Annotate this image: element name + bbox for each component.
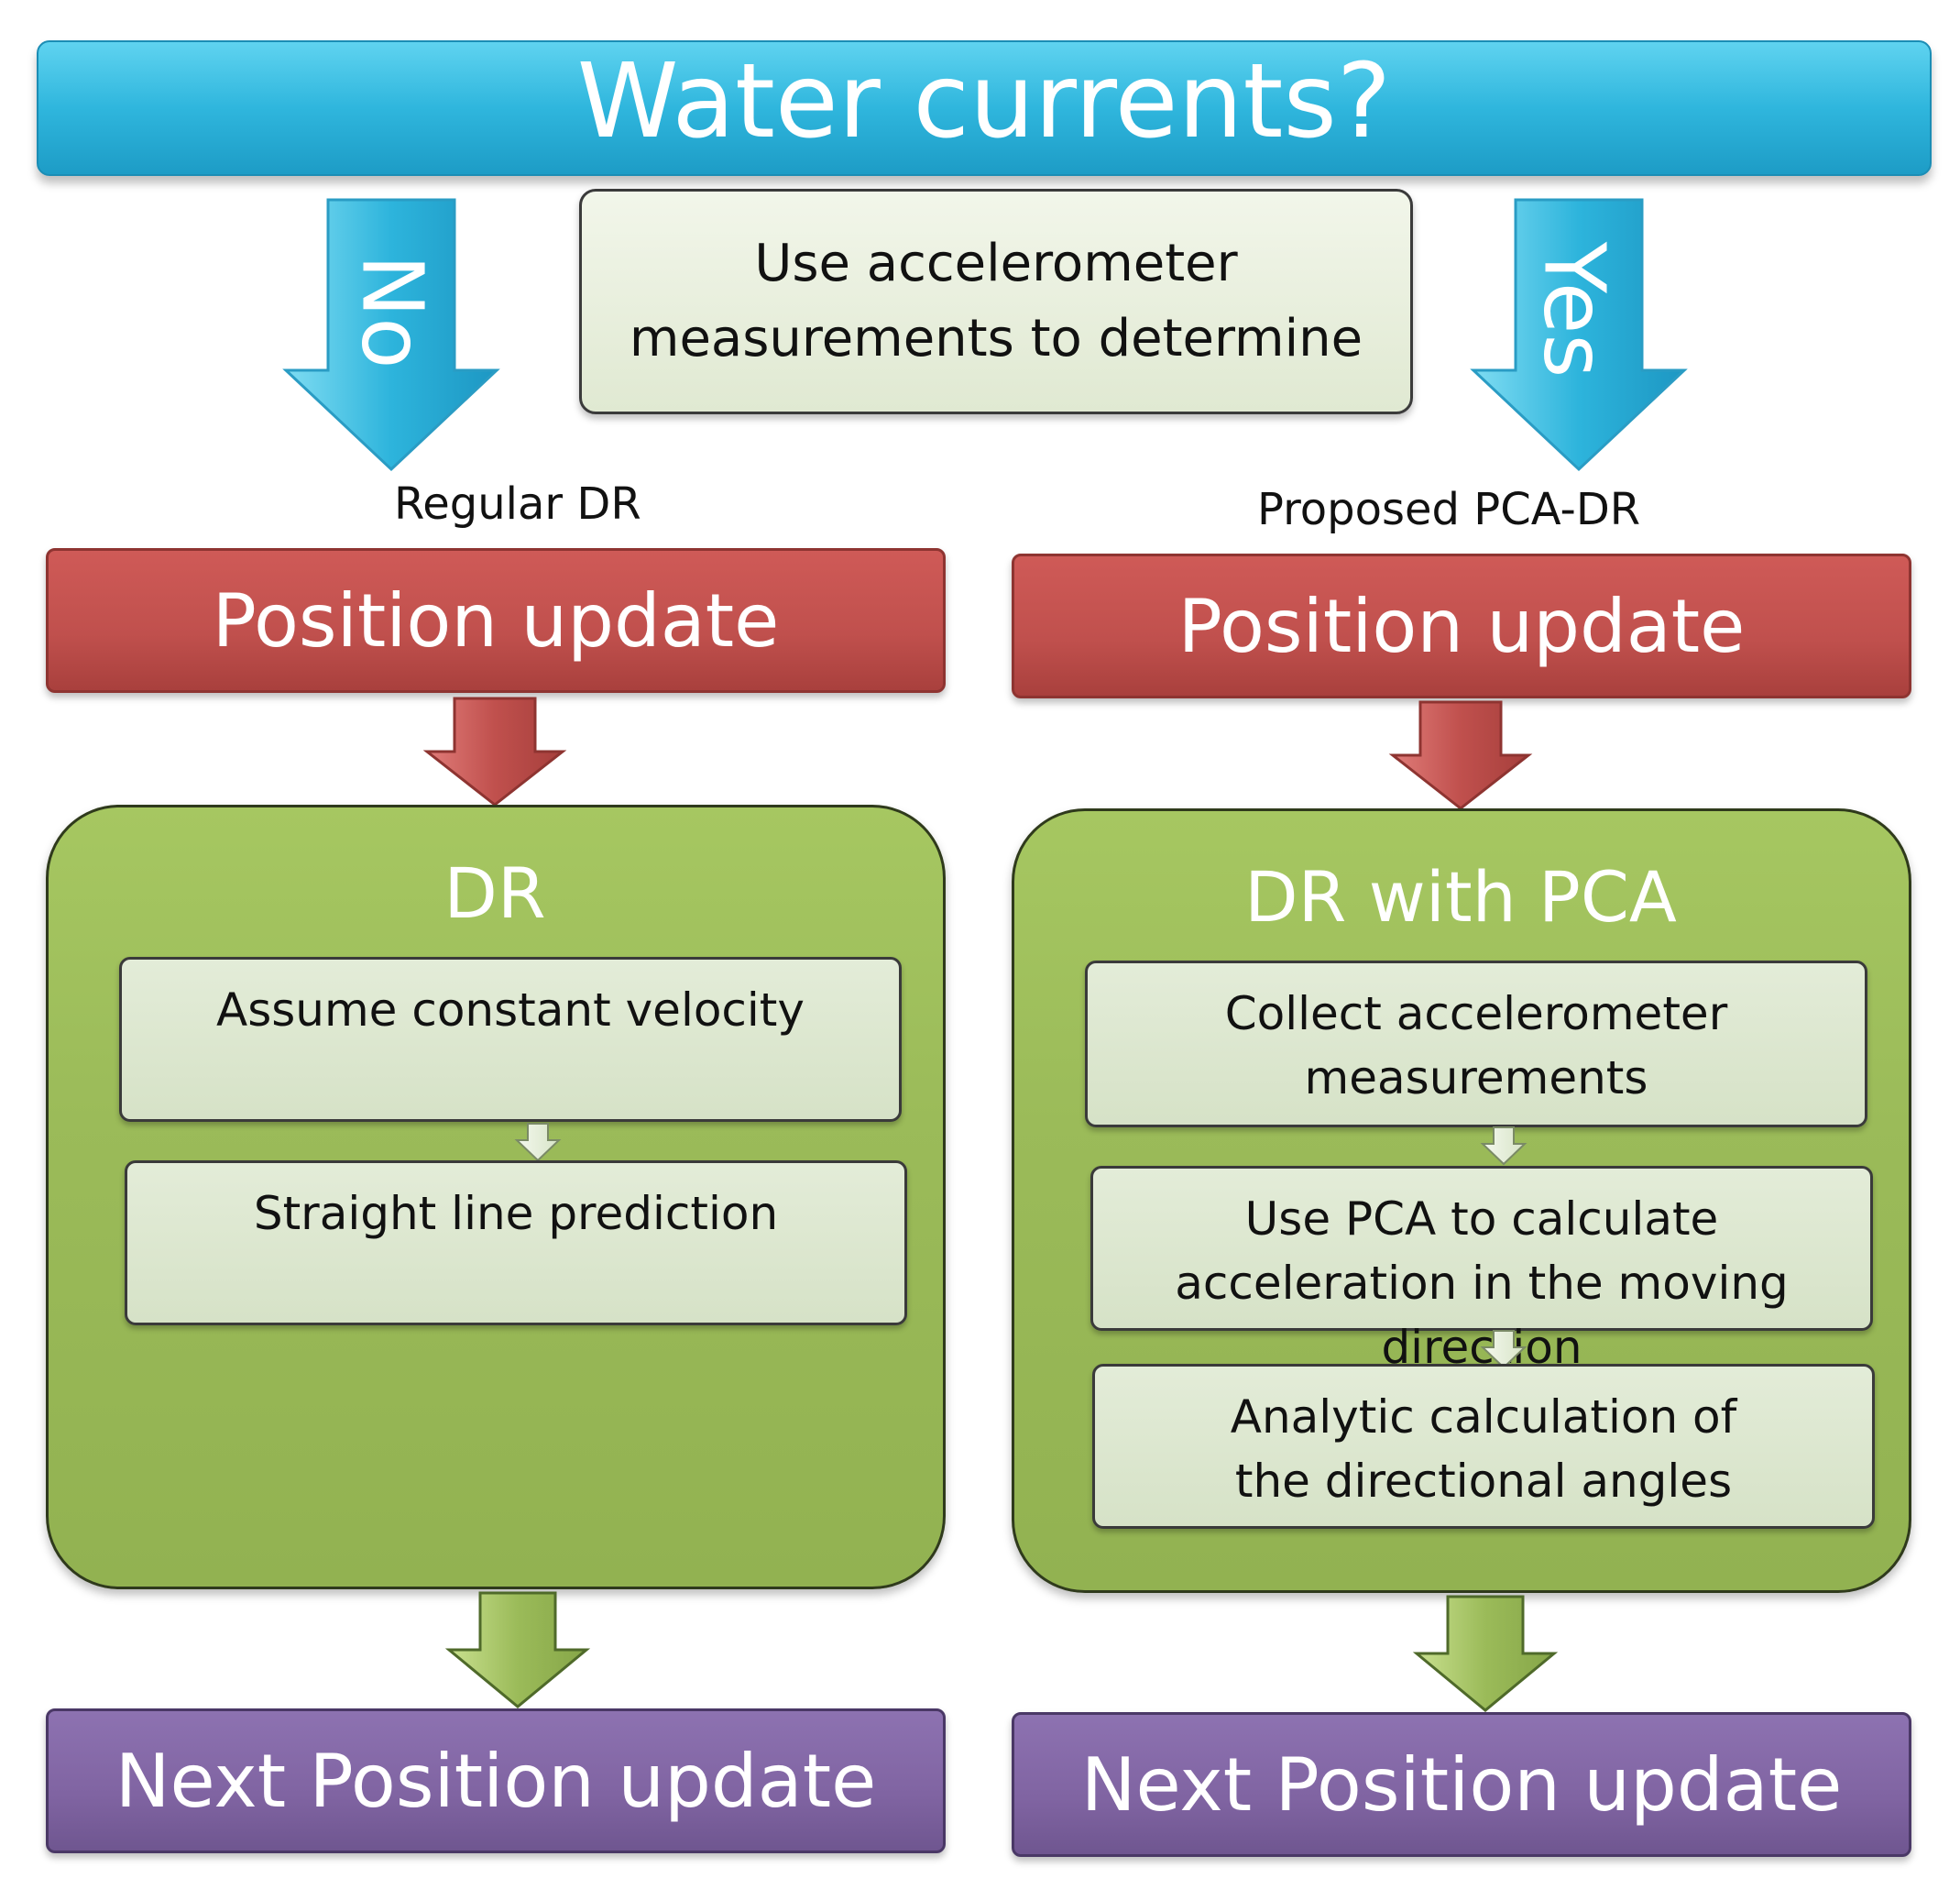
step-assume-constant-velocity: Assume constant velocity [119,957,902,1122]
step-use-pca: Use PCA to calculate acceleration in the… [1090,1166,1873,1374]
step-collect-accelerometer: Collect accelerometer measurements [1085,961,1867,1127]
proposed-pca-dr-label: Proposed PCA-DR [1257,484,1641,535]
regular-dr-label: Regular DR [394,478,641,530]
position-update-left: Position update [46,548,946,693]
step-arrow-right-1 [1480,1126,1527,1166]
next-position-update-left: Next Position update [46,1708,946,1853]
red-arrow-right [1388,700,1533,810]
position-update-right: Position update [1012,554,1911,698]
step-arrow-right-2 [1480,1330,1527,1369]
yes-arrow [1470,198,1688,472]
red-arrow-left [422,697,567,807]
green-arrow-right [1412,1595,1559,1712]
no-arrow-label: No [343,254,442,369]
dr-panel-title: DR [443,852,546,934]
yes-arrow-label: Yes [1525,241,1624,379]
no-arrow [282,198,500,472]
step-arrow-left-1 [514,1123,562,1162]
green-arrow-left [444,1591,591,1708]
header-title: Water currents? [576,42,1392,161]
question-note: Use accelerometer measurements to determ… [579,189,1413,414]
header-banner: Water currents? [37,40,1932,176]
dr-with-pca-panel-title: DR with PCA [1244,856,1677,938]
step-analytic-calculation: Analytic calculation of the directional … [1092,1364,1875,1529]
next-position-update-right: Next Position update [1012,1712,1911,1857]
question-text: Use accelerometer measurements to determ… [629,234,1363,368]
step-straight-line-prediction: Straight line prediction [125,1160,907,1325]
